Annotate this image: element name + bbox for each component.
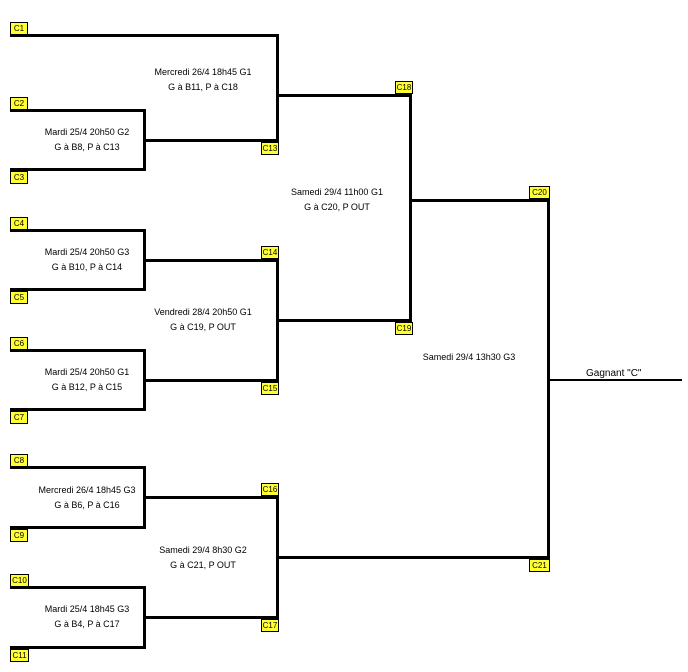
bracket-line (276, 319, 412, 322)
match-schedule: Samedi 29/4 11h00 G1 (291, 187, 383, 197)
slot-c19: C19 (395, 322, 413, 335)
bracket-line (10, 408, 146, 411)
slot-c10: C10 (10, 574, 29, 587)
match-schedule: Mardi 25/4 18h45 G3 (44, 604, 130, 614)
bracket-line (276, 94, 412, 97)
bracket-line (409, 94, 412, 322)
bracket-line (143, 379, 279, 382)
bracket-line (143, 496, 279, 499)
match-info: Samedi 29/4 13h30 G3 (412, 350, 526, 365)
bracket-line (143, 139, 279, 142)
bracket-line (10, 168, 146, 171)
slot-c7: C7 (10, 411, 28, 424)
winner-label: Gagnant "C" (586, 368, 642, 379)
bracket-line (10, 109, 146, 112)
bracket-line (10, 229, 146, 232)
slot-c1: C1 (10, 22, 28, 35)
match-outcome: G à C21, P OUT (170, 560, 236, 570)
slot-c8: C8 (10, 454, 28, 467)
match-info: Mercredi 26/4 18h45 G3 G à B6, P à C16 (30, 483, 144, 513)
match-schedule: Mardi 25/4 20h50 G3 (44, 247, 130, 257)
bracket-line (10, 646, 146, 649)
match-outcome: G à B10, P à C14 (51, 262, 123, 272)
slot-c3: C3 (10, 171, 28, 184)
match-info: Vendredi 28/4 20h50 G1 G à C19, P OUT (146, 305, 260, 335)
slot-c13: C13 (261, 142, 279, 155)
slot-c17: C17 (261, 619, 279, 632)
bracket-line (10, 288, 146, 291)
match-outcome: G à C19, P OUT (170, 322, 236, 332)
bracket-line (143, 616, 279, 619)
bracket-line (10, 349, 146, 352)
match-info: Samedi 29/4 8h30 G2 G à C21, P OUT (146, 543, 260, 573)
slot-c2: C2 (10, 97, 28, 110)
slot-c6: C6 (10, 337, 28, 350)
bracket-line (10, 466, 146, 469)
slot-c9: C9 (10, 529, 28, 542)
bracket-line (409, 199, 550, 202)
match-outcome: G à B11, P à C18 (168, 82, 238, 92)
match-schedule: Samedi 29/4 13h30 G3 (422, 352, 516, 362)
match-info: Samedi 29/4 11h00 G1 G à C20, P OUT (280, 185, 394, 215)
match-schedule: Mardi 25/4 20h50 G2 (44, 127, 130, 137)
bracket-line (10, 526, 146, 529)
match-info: Mardi 25/4 20h50 G1 G à B12, P à C15 (30, 365, 144, 395)
slot-c5: C5 (10, 291, 28, 304)
bracket-line (10, 34, 279, 37)
slot-c20: C20 (529, 186, 550, 199)
match-info: Mardi 25/4 18h45 G3 G à B4, P à C17 (30, 602, 144, 632)
slot-c16: C16 (261, 483, 279, 496)
match-schedule: Samedi 29/4 8h30 G2 (159, 545, 247, 555)
match-outcome: G à B8, P à C13 (54, 142, 120, 152)
match-schedule: Mercredi 26/4 18h45 G3 (38, 485, 136, 495)
slot-c18: C18 (395, 81, 413, 94)
slot-c14: C14 (261, 246, 279, 259)
bracket-line (143, 259, 279, 262)
bracket-line (10, 586, 146, 589)
slot-c11: C11 (10, 649, 29, 662)
slot-c21: C21 (529, 559, 550, 572)
match-info: Mercredi 26/4 18h45 G1 G à B11, P à C18 (146, 65, 260, 95)
bracket-line (276, 556, 550, 559)
match-info: Mardi 25/4 20h50 G2 G à B8, P à C13 (30, 125, 144, 155)
match-schedule: Mardi 25/4 20h50 G1 (44, 367, 130, 377)
bracket-line (547, 379, 682, 381)
match-outcome: G à B12, P à C15 (51, 382, 123, 392)
match-schedule: Mercredi 26/4 18h45 G1 (154, 67, 252, 77)
match-schedule: Vendredi 28/4 20h50 G1 (154, 307, 252, 317)
match-outcome: G à C20, P OUT (304, 202, 370, 212)
bracket-line (276, 34, 279, 142)
slot-c15: C15 (261, 382, 279, 395)
match-info: Mardi 25/4 20h50 G3 G à B10, P à C14 (30, 245, 144, 275)
match-outcome: G à B6, P à C16 (54, 500, 120, 510)
match-outcome: G à B4, P à C17 (54, 619, 120, 629)
slot-c4: C4 (10, 217, 28, 230)
